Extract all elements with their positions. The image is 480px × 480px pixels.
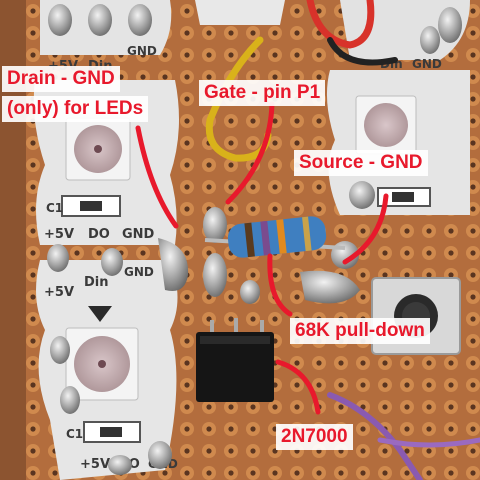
solder-joints — [47, 4, 462, 475]
red-wire — [306, 0, 375, 49]
gate-arrow — [225, 101, 275, 205]
purple-wire — [327, 392, 423, 480]
source-arrow — [342, 193, 389, 265]
silk-bot-din: Din — [84, 275, 109, 290]
gate-label: Gate - pin P1 — [199, 80, 326, 106]
led-module-right — [326, 70, 470, 215]
silk-bot-5v-2: +5V — [80, 457, 110, 472]
purple-wire-2 — [377, 437, 480, 448]
pulldown-label: 68K pull-down — [290, 318, 430, 344]
direction-arrow — [88, 306, 112, 322]
silk-mid-5v: +5V — [44, 227, 74, 242]
source-label: Source - GND — [294, 150, 428, 176]
resistor-68k — [204, 216, 346, 258]
silk-mid-do: DO — [88, 227, 110, 242]
silk-mid-gnd: GND — [122, 227, 155, 242]
transistor-label: 2N7000 — [276, 424, 353, 450]
silk-bot-c1: C1 — [66, 427, 83, 441]
drain-arrow — [135, 125, 179, 229]
transistor-arrow — [275, 359, 321, 415]
silk-right-gnd: GND — [412, 57, 442, 71]
silk-top-gnd: GND — [127, 44, 157, 58]
silk-bot-5v: +5V — [44, 285, 74, 300]
drain-label-line2: (only) for LEDs — [2, 96, 149, 122]
transistor-2n7000 — [196, 318, 274, 402]
pulldown-arrow — [267, 253, 293, 317]
annotation-arrows — [135, 101, 389, 415]
drain-label-line1: Drain - GND — [2, 66, 120, 92]
black-wire — [327, 37, 398, 66]
silk-bot-gnd: GND — [124, 265, 154, 279]
silk-mid-c1: C1 — [46, 201, 63, 215]
yellow-wire — [205, 36, 272, 162]
